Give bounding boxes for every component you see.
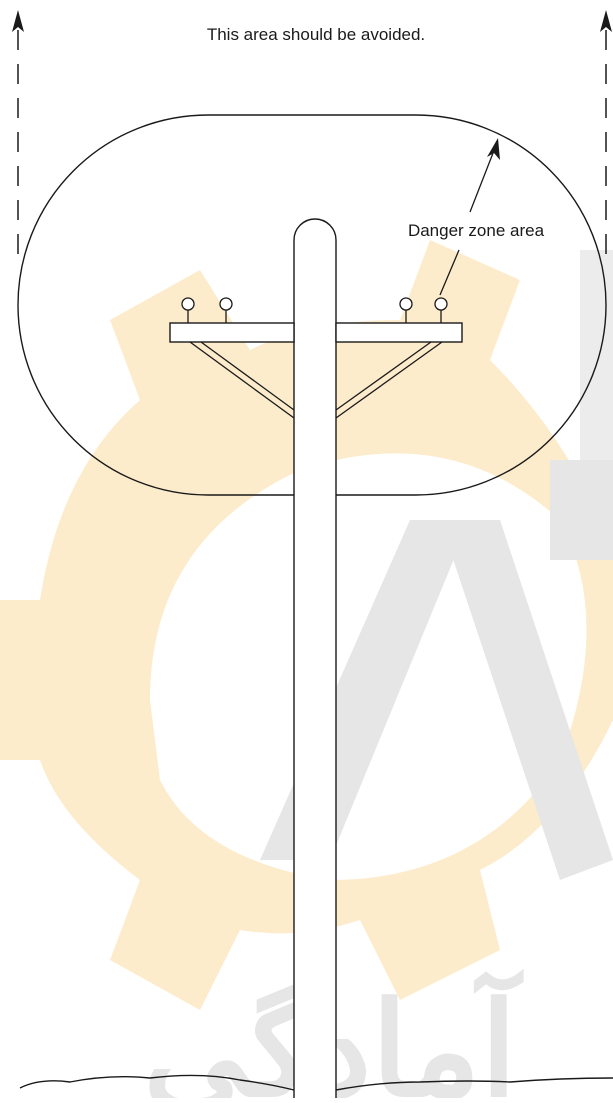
danger-zone-label: Danger zone area — [408, 221, 545, 240]
avoid-note-label: This area should be avoided. — [207, 25, 425, 44]
utility-pole — [294, 219, 336, 1098]
right-boundary-arrow — [600, 10, 612, 268]
left-boundary-arrow — [12, 10, 24, 268]
